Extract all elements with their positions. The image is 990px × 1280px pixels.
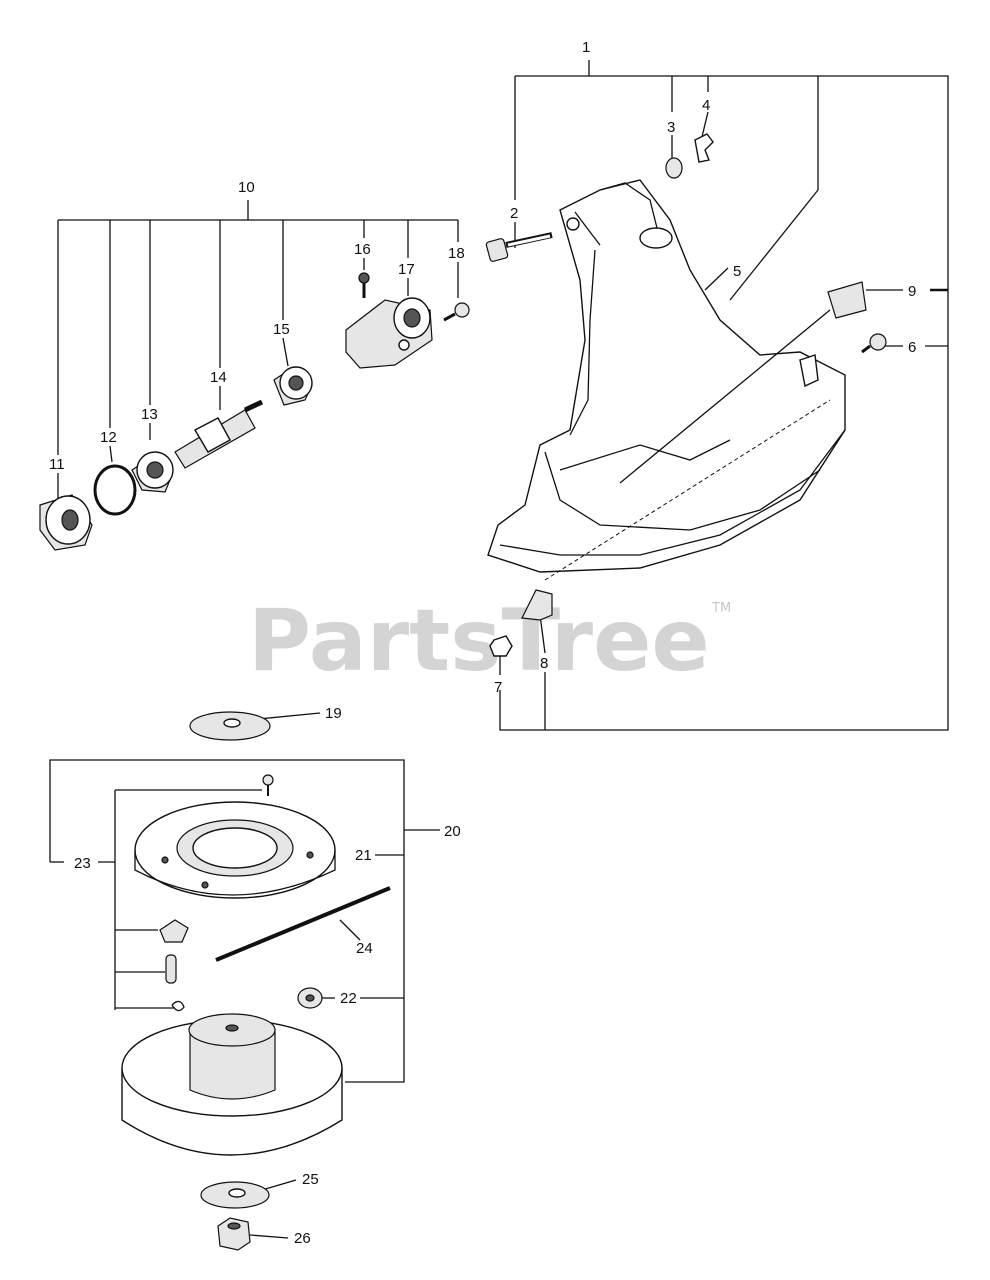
callout-8: 8 xyxy=(540,655,548,672)
callout-21: 21 xyxy=(355,847,372,864)
part-23-spool-body xyxy=(121,1013,343,1156)
part-11-bearing-holder xyxy=(39,494,93,551)
part-8-cutter xyxy=(521,589,553,621)
callout-2: 2 xyxy=(510,205,518,222)
callout-6: 6 xyxy=(908,339,916,356)
callout-16: 16 xyxy=(354,241,371,258)
callout-14: 14 xyxy=(210,369,227,386)
part-26-nut xyxy=(217,1217,251,1251)
part-4-wing-nut xyxy=(694,133,714,163)
part-21-cover xyxy=(134,801,336,899)
watermark: PartsTree xyxy=(248,591,710,691)
callout-20: 20 xyxy=(444,823,461,840)
callout-19: 19 xyxy=(325,705,342,722)
callout-15: 15 xyxy=(273,321,290,338)
part-24-cutting-line xyxy=(215,886,391,962)
trimmer-head-brackets xyxy=(49,759,440,1083)
part-25-washer xyxy=(200,1181,270,1209)
part-15-bearing xyxy=(273,366,313,406)
callout-18: 18 xyxy=(448,245,465,262)
part-14-shaft xyxy=(174,399,264,469)
callout-17: 17 xyxy=(398,261,415,278)
callout-1: 1 xyxy=(582,39,590,56)
gear-case-brackets xyxy=(57,200,459,455)
callout-26: 26 xyxy=(294,1230,311,1247)
head-screw xyxy=(262,774,274,796)
part-6-screw xyxy=(861,333,887,354)
watermark-trademark: TM xyxy=(711,601,731,616)
part-7-nut xyxy=(489,635,513,657)
callout-12: 12 xyxy=(100,429,117,446)
callout-7: 7 xyxy=(494,679,502,696)
part-18-screw xyxy=(443,302,470,322)
callout-25: 25 xyxy=(302,1171,319,1188)
shield-assembly-brackets xyxy=(499,60,949,731)
callout-13: 13 xyxy=(141,406,158,423)
head-spring xyxy=(171,1000,185,1012)
callout-10: 10 xyxy=(238,179,255,196)
callout-9: 9 xyxy=(908,283,916,300)
callout-23: 23 xyxy=(74,855,91,872)
head-pin xyxy=(165,954,177,984)
callout-5: 5 xyxy=(733,263,741,280)
part-9-label xyxy=(827,281,867,319)
callout-24: 24 xyxy=(356,940,373,957)
trimmer-head-leaders xyxy=(247,712,361,1239)
part-17-gear-case xyxy=(345,297,433,369)
part-5-shield xyxy=(487,179,846,581)
gear-case-leaders xyxy=(57,258,459,500)
callout-4: 4 xyxy=(702,97,710,114)
callout-3: 3 xyxy=(667,119,675,136)
part-22-nut xyxy=(297,987,323,1009)
part-12-snap-ring xyxy=(93,464,137,516)
part-19-washer xyxy=(189,711,271,741)
part-3-washer xyxy=(665,157,683,179)
head-eyelet xyxy=(159,919,189,943)
part-2-bolt xyxy=(485,232,553,262)
part-13-bearing xyxy=(131,451,174,493)
part-16-screw xyxy=(358,272,370,298)
callout-11: 11 xyxy=(49,456,65,473)
callout-22: 22 xyxy=(340,990,357,1007)
